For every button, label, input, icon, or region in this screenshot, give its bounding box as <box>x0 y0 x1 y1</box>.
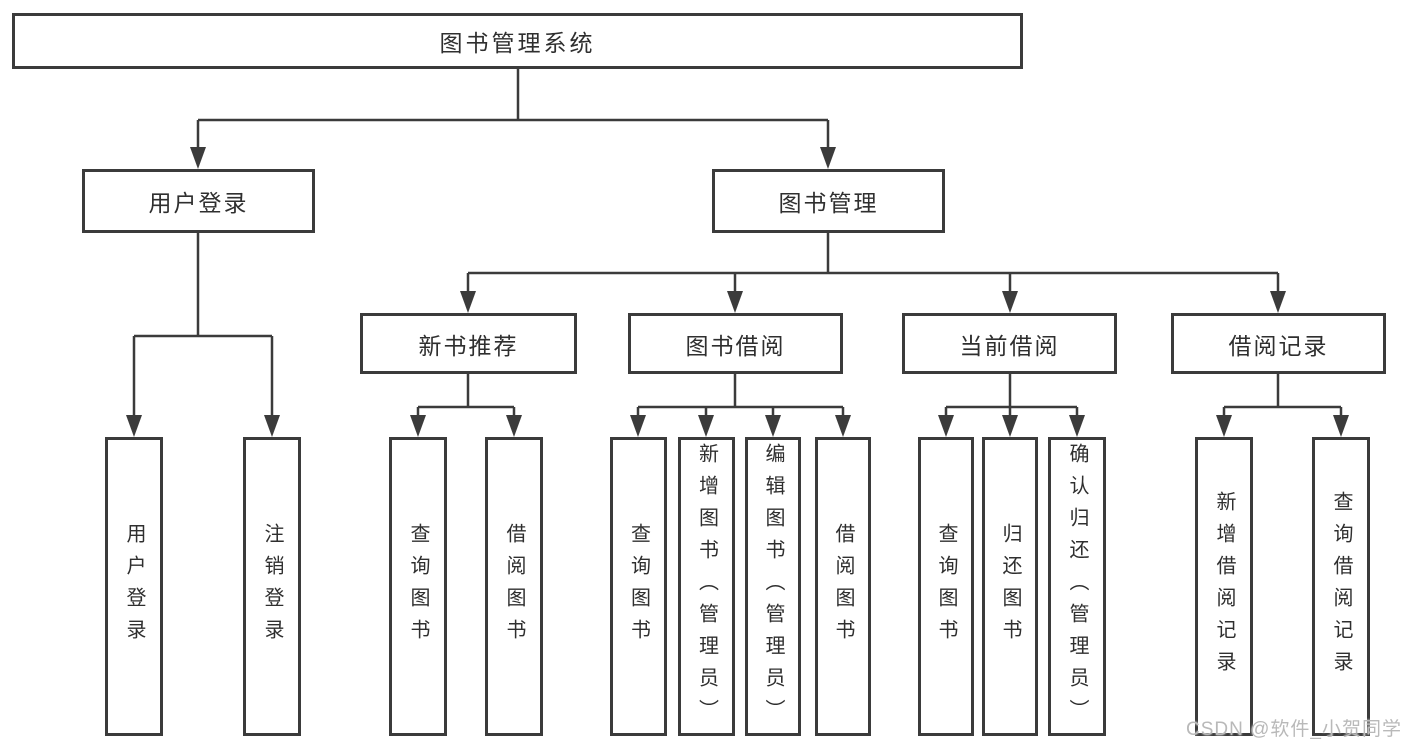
leaf-logout: 注销登录 <box>243 437 301 736</box>
node-borrow-records: 借阅记录 <box>1171 313 1386 374</box>
leaf-bb-add-books-admin: 新增图书（管理员） <box>678 437 735 736</box>
leaf-bb-borrow-books: 借阅图书 <box>815 437 871 736</box>
leaf-cb-return-books: 归还图书 <box>982 437 1038 736</box>
leaf-user-login: 用户登录 <box>105 437 163 736</box>
leaf-cb-confirm-return-admin: 确认归还（管理员） <box>1048 437 1106 736</box>
watermark: CSDN @软件_小贺同学 <box>1186 719 1402 740</box>
node-new-book-recommend: 新书推荐 <box>360 313 577 374</box>
arrowheads <box>126 147 1349 437</box>
leaf-nb-borrow-books: 借阅图书 <box>485 437 543 736</box>
node-book-borrow: 图书借阅 <box>628 313 843 374</box>
leaf-br-query-record: 查询借阅记录 <box>1312 437 1370 736</box>
leaf-cb-query-books: 查询图书 <box>918 437 974 736</box>
node-current-borrow: 当前借阅 <box>902 313 1117 374</box>
node-root: 图书管理系统 <box>12 13 1023 69</box>
leaf-br-add-record: 新增借阅记录 <box>1195 437 1253 736</box>
node-user-login: 用户登录 <box>82 169 315 233</box>
leaf-bb-edit-books-admin: 编辑图书（管理员） <box>745 437 801 736</box>
leaf-nb-query-books: 查询图书 <box>389 437 447 736</box>
node-book-management: 图书管理 <box>712 169 945 233</box>
leaf-bb-query-books: 查询图书 <box>610 437 667 736</box>
